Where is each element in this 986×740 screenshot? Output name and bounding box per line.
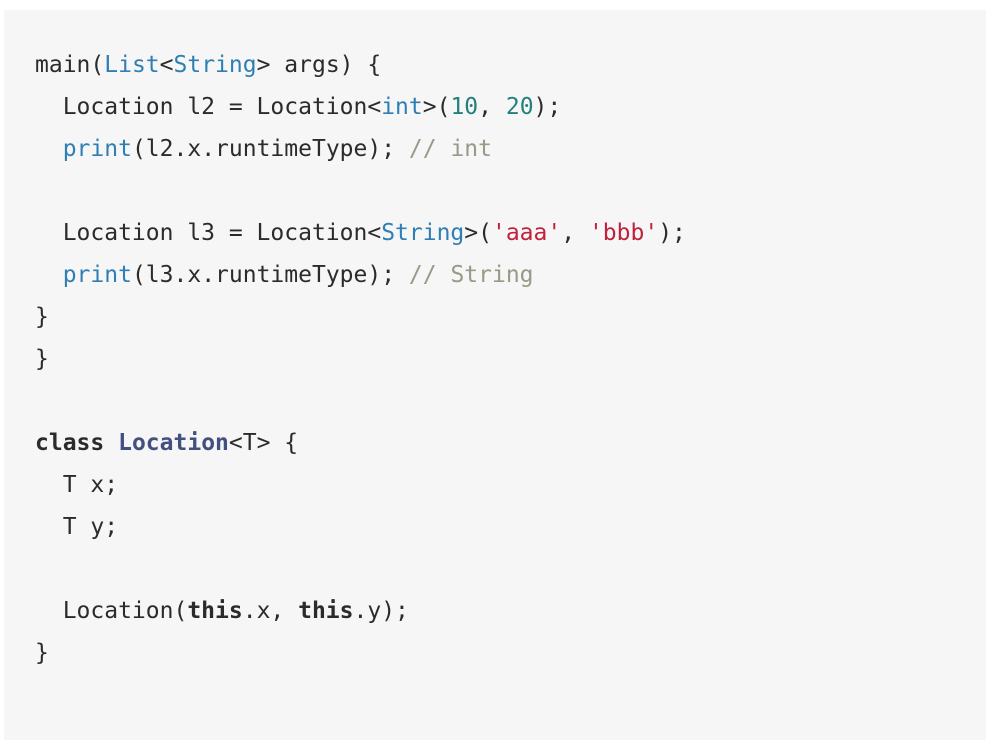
code-line: }: [35, 296, 986, 338]
code-token-plain: [104, 430, 118, 456]
code-line: main(List<String> args) {: [35, 44, 986, 86]
code-line: [35, 380, 986, 422]
code-token-num: 20: [505, 94, 534, 120]
code-token-kw: class: [35, 430, 105, 456]
code-token-plain: }: [35, 640, 49, 666]
code-line: Location(this.x, this.y);: [35, 590, 986, 632]
code-token-comment: // String: [408, 262, 534, 288]
code-token-plain: (l3.x.runtimeType);: [131, 262, 409, 288]
code-line: print(l3.x.runtimeType); // String: [35, 254, 986, 296]
code-line: }: [35, 632, 986, 674]
code-line: }: [35, 338, 986, 380]
code-token-plain: >(: [464, 220, 492, 246]
code-token-plain: );: [658, 220, 686, 246]
code-token-plain: > args) {: [256, 52, 382, 78]
code-token-plain: T y;: [35, 514, 119, 540]
code-token-kw: this: [298, 598, 354, 624]
code-token-plain: main(: [35, 52, 105, 78]
code-token-plain: Location l2 = Location<: [35, 94, 382, 120]
code-token-plain: .y);: [353, 598, 409, 624]
code-line: [35, 548, 986, 590]
code-block: main(List<String> args) { Location l2 = …: [4, 10, 986, 740]
code-token-plain: }: [35, 304, 49, 330]
code-token-plain: Location l3 = Location<: [35, 220, 382, 246]
code-token-plain: (l2.x.runtimeType);: [131, 136, 409, 162]
code-token-type: List: [104, 52, 160, 78]
code-token-type: String: [381, 220, 465, 246]
code-token-num: 10: [450, 94, 479, 120]
code-line: T y;: [35, 506, 986, 548]
code-token-plain: [35, 262, 63, 288]
code-line: Location l3 = Location<String>('aaa', 'b…: [35, 212, 986, 254]
code-token-plain: <T> {: [228, 430, 299, 456]
code-token-plain: .x,: [242, 598, 299, 624]
code-line: [35, 170, 986, 212]
code-token-plain: [35, 136, 63, 162]
code-token-classname: Location: [118, 430, 229, 456]
code-token-plain: >(: [422, 94, 451, 120]
code-token-plain: <: [159, 52, 174, 78]
code-token-str: 'bbb': [588, 220, 659, 246]
code-token-type: int: [381, 94, 423, 120]
code-token-type: print: [62, 136, 132, 162]
code-token-plain: Location(: [35, 598, 188, 624]
code-token-plain: );: [533, 94, 562, 120]
code-token-kw: this: [187, 598, 243, 624]
code-line: print(l2.x.runtimeType); // int: [35, 128, 986, 170]
code-line: Location l2 = Location<int>(10, 20);: [35, 86, 986, 128]
code-line: class Location<T> {: [35, 422, 986, 464]
code-token-str: 'aaa': [491, 220, 562, 246]
code-token-plain: ,: [478, 94, 506, 120]
code-token-plain: T x;: [35, 472, 119, 498]
code-token-type: String: [173, 52, 257, 78]
code-token-plain: ,: [561, 220, 589, 246]
code-token-comment: // int: [408, 136, 492, 162]
code-token-plain: }: [35, 346, 49, 372]
code-line: T x;: [35, 464, 986, 506]
code-token-type: print: [62, 262, 132, 288]
